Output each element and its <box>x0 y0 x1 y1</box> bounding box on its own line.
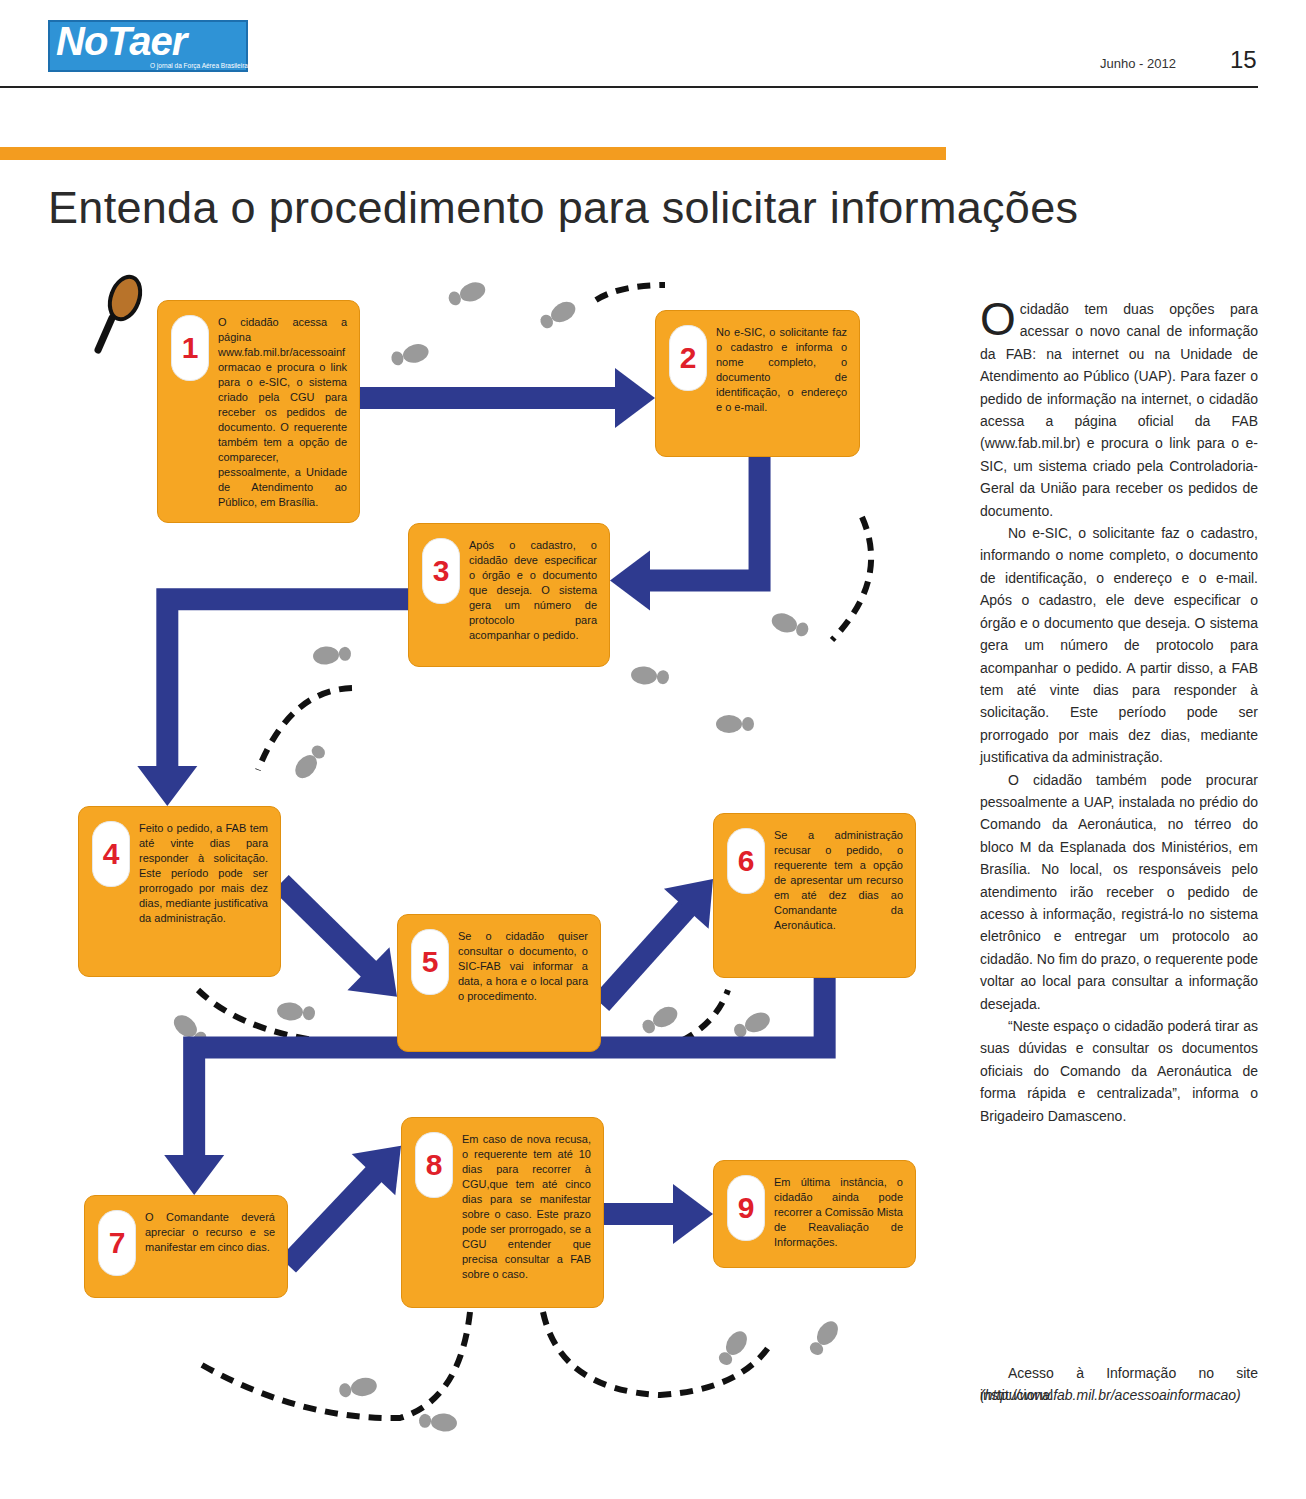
flow-arrow <box>601 879 713 1004</box>
step-number: 2 <box>669 325 707 391</box>
article-paragraph: O cidadão tem duas opções para acessar o… <box>980 298 1258 522</box>
arrow-head <box>610 551 650 611</box>
step-number: 1 <box>171 315 209 381</box>
arrow-head <box>673 1184 713 1244</box>
step-number: 8 <box>415 1132 453 1198</box>
arrow-head <box>352 1146 401 1196</box>
step-text: Em caso de nova recusa, o requerente tem… <box>462 1132 591 1282</box>
flow-arrow <box>360 368 655 428</box>
flow-arrow <box>610 457 760 611</box>
orange-bar <box>0 147 946 160</box>
flow-arrow <box>137 599 408 806</box>
step-text: O cidadão acessa a página www.fab.mil.br… <box>218 315 347 510</box>
page-title: Entenda o procedimento para solicitar in… <box>48 180 1078 236</box>
arrow-shaft <box>288 1173 375 1265</box>
arrow-head <box>137 766 197 806</box>
step-box: 4Feito o pedido, a FAB tem até vinte dia… <box>78 806 281 977</box>
arrow-shaft <box>167 599 408 768</box>
arrow-shaft <box>360 387 617 409</box>
flow-arrow <box>288 1146 401 1265</box>
arrow-shaft <box>601 907 688 1003</box>
step-number: 4 <box>92 821 130 887</box>
step-text: No e-SIC, o solicitante faz o cadastro e… <box>716 325 847 415</box>
step-number: 9 <box>727 1175 765 1241</box>
article-paragraph: “Neste espaço o cidadão poderá tirar as … <box>980 1015 1258 1127</box>
step-box: 8Em caso de nova recusa, o requerente te… <box>401 1117 604 1308</box>
step-text: Após o cadastro, o cidadão deve especifi… <box>469 538 597 643</box>
step-text: Feito o pedido, a FAB tem até vinte dias… <box>139 821 268 926</box>
step-text: Em última instância, o cidadão ainda pod… <box>774 1175 903 1250</box>
flow-arrow <box>281 883 397 997</box>
step-number: 5 <box>411 929 449 995</box>
arrow-head <box>664 879 713 929</box>
arrow-head <box>347 947 397 996</box>
article-paragraph: O cidadão também pode procurar pessoalme… <box>980 769 1258 1015</box>
step-number: 7 <box>98 1210 136 1276</box>
article-paragraph: No e-SIC, o solicitante faz o cadastro, … <box>980 522 1258 768</box>
step-box: 7O Comandante deverá apreciar o recurso … <box>84 1195 288 1298</box>
logo-text: NoTaer <box>56 18 186 64</box>
step-box: 5Se o cidadão quiser consultar o documen… <box>397 914 601 1052</box>
step-box: 6Se a administração recusar o pedido, o … <box>713 813 916 978</box>
step-text: Se o cidadão quiser consultar o document… <box>458 929 588 1004</box>
issue-date: Junho - 2012 <box>1100 56 1176 72</box>
step-number: 3 <box>422 538 460 604</box>
step-box: 9Em última instância, o cidadão ainda po… <box>713 1160 916 1268</box>
header-rule <box>0 86 1258 88</box>
footer-url: (http://www.fab.mil.br/acessoainformacao… <box>980 1384 1258 1406</box>
step-box: 3Após o cadastro, o cidadão deve especif… <box>408 523 610 667</box>
step-box: 2No e-SIC, o solicitante faz o cadastro … <box>655 310 860 457</box>
logo-subtitle: O jornal da Força Aérea Brasileira <box>150 62 248 70</box>
arrow-shaft <box>281 883 370 970</box>
step-text: O Comandante deverá apreciar o recurso e… <box>145 1210 275 1255</box>
step-number: 6 <box>727 828 765 894</box>
page-number: 15 <box>1230 46 1257 74</box>
article-column: O cidadão tem duas opções para acessar o… <box>980 298 1258 1127</box>
step-box: 1O cidadão acessa a página www.fab.mil.b… <box>157 300 360 523</box>
arrow-head <box>164 1155 224 1195</box>
step-text: Se a administração recusar o pedido, o r… <box>774 828 903 933</box>
flow-arrow <box>604 1184 713 1244</box>
arrow-head <box>615 368 655 428</box>
arrow-shaft <box>604 1203 675 1225</box>
arrow-shaft <box>648 457 760 581</box>
magnifier-icon <box>98 273 146 350</box>
